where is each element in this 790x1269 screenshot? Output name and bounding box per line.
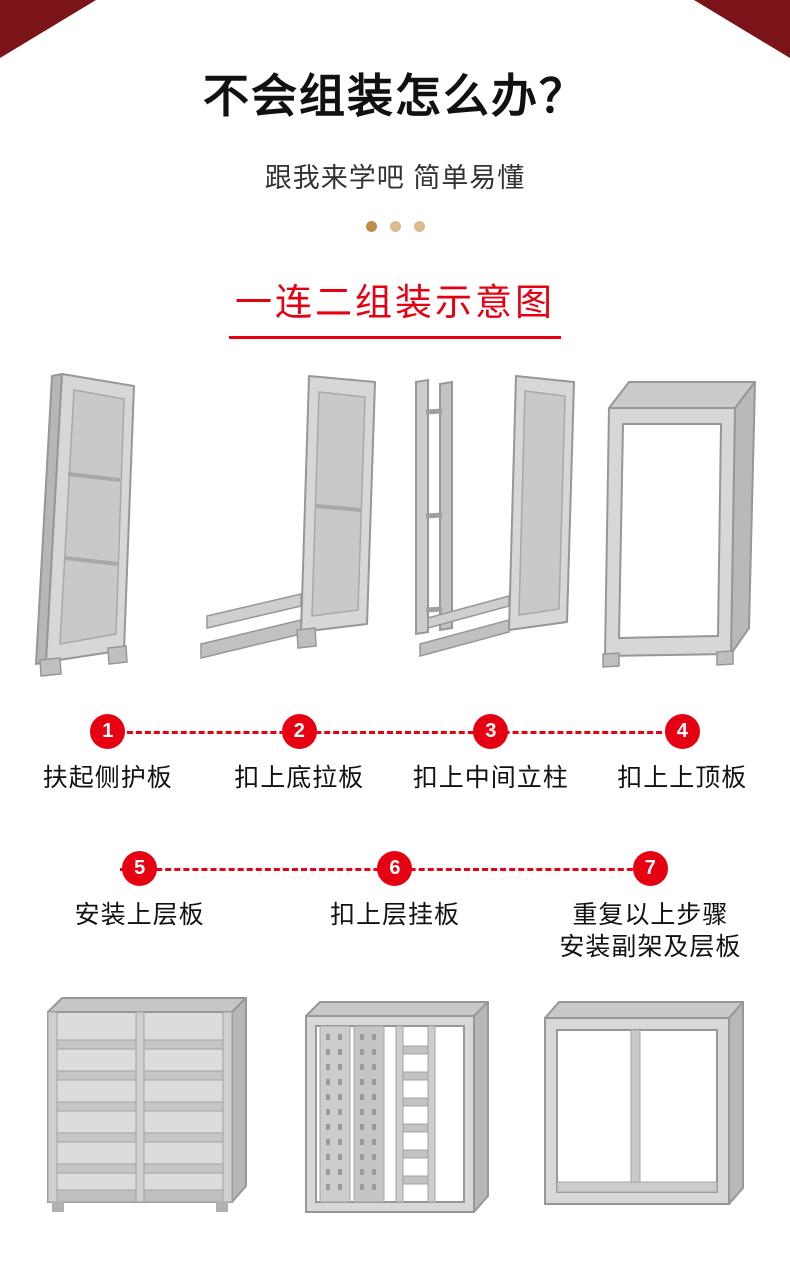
step-6-badge: 6	[377, 850, 413, 886]
step-5-label: 安装上层板	[74, 900, 205, 929]
step-7: 7 重复以上步骤 安装副架及层板	[523, 850, 778, 964]
step-1-label: 扶起侧护板	[42, 764, 173, 792]
step-5-badge: 5	[122, 850, 158, 886]
corner-decoration-right	[694, 0, 790, 58]
step2-bottom-rails-image	[189, 366, 384, 686]
step-2-badge: 2	[281, 714, 317, 749]
dot-icon	[365, 221, 377, 232]
section-title: 一连二组装示意图	[229, 272, 561, 339]
step-5: 5 安装上层板	[12, 850, 267, 964]
page-subtitle: 跟我来学吧 简单易懂	[264, 163, 526, 193]
dashed-connector	[100, 731, 680, 734]
step-6: 6 扣上层挂板	[267, 850, 522, 964]
step-7-label-line2: 安装副架及层板	[559, 933, 742, 961]
corner-decoration-left	[0, 0, 96, 58]
step-3-label: 扣上中间立柱	[412, 764, 569, 792]
dot-icon	[413, 221, 425, 232]
assembled-result-figures	[0, 990, 790, 1230]
steps-row-2: 5 安装上层板 6 扣上层挂板 7 重复以上步骤 安装副架及层板	[0, 850, 790, 964]
step-1: 1 扶起侧护板	[12, 714, 204, 795]
step4-top-panel-image	[587, 366, 762, 686]
result3-open-frame-image	[527, 990, 762, 1230]
step-1-badge: 1	[90, 714, 126, 749]
step-2: 2 扣上底拉板	[204, 714, 396, 795]
result2-back-panels-image	[290, 990, 500, 1235]
step1-side-panel-image	[28, 366, 178, 686]
step-3: 3 扣上中间立柱	[395, 714, 587, 795]
step-4-label: 扣上上顶板	[617, 764, 748, 792]
step3-middle-post-image	[396, 366, 576, 686]
step-4-badge: 4	[664, 714, 700, 749]
step-6-label: 扣上层挂板	[329, 900, 460, 929]
dot-icon	[389, 221, 401, 232]
step-7-label-line1: 重复以上步骤	[572, 900, 729, 929]
step-7-label: 重复以上步骤 安装副架及层板	[559, 899, 741, 964]
steps-row-1: 1 扶起侧护板 2 扣上底拉板 3 扣上中间立柱 4 扣上上顶板	[0, 714, 790, 795]
step-7-badge: 7	[632, 850, 668, 886]
step-3-badge: 3	[473, 714, 509, 749]
assembly-step-figures	[0, 371, 790, 686]
page-title: 不会组装怎么办？	[203, 70, 587, 122]
decorative-dots	[0, 221, 790, 232]
step-4: 4 扣上上顶板	[587, 714, 779, 795]
result1-assembled-shelf-image	[28, 990, 263, 1230]
step-2-label: 扣上底拉板	[234, 764, 365, 792]
